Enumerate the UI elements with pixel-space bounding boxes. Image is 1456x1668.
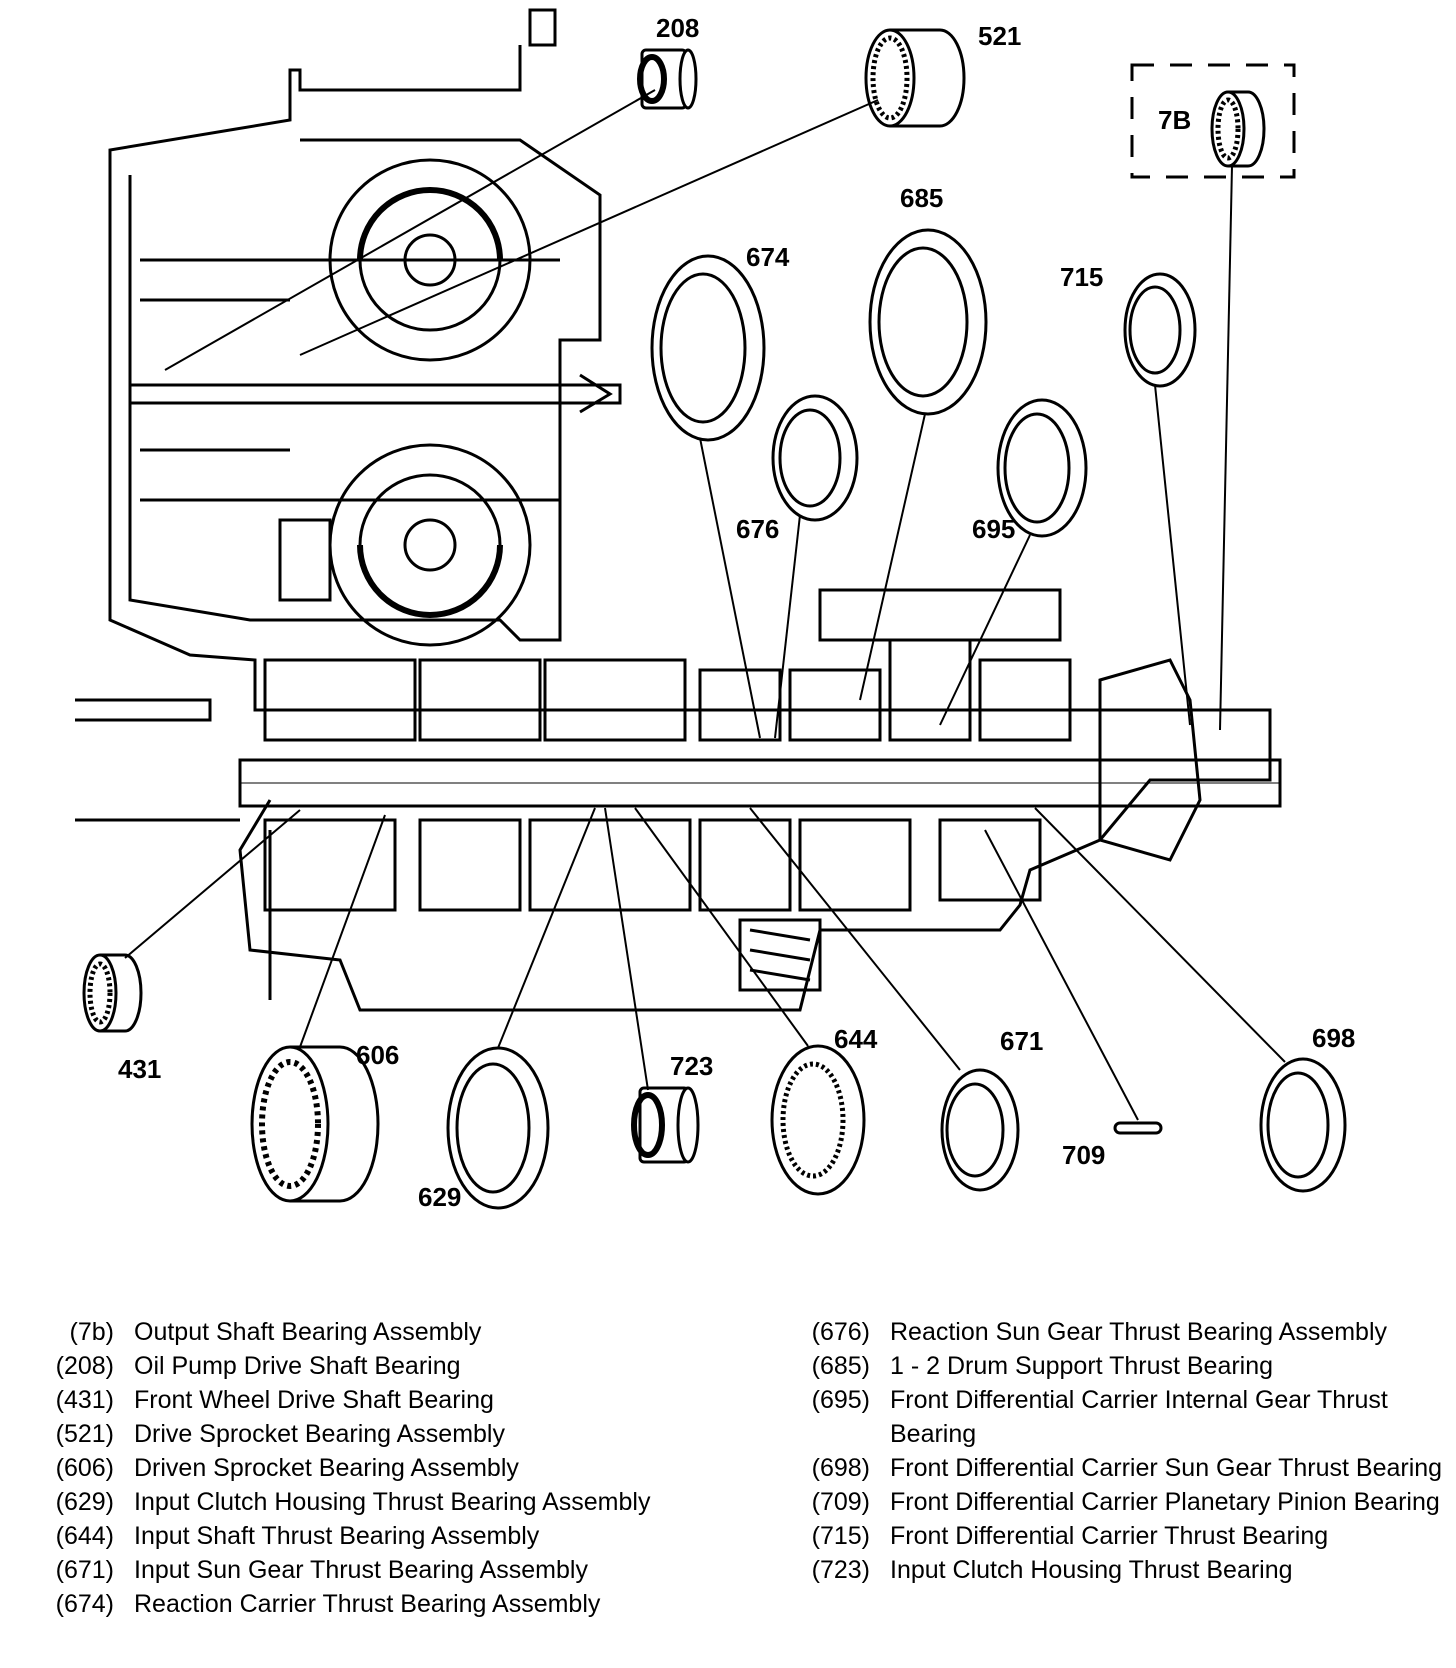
bearing-715 (1123, 272, 1197, 388)
legend-code: (676) (811, 1318, 870, 1346)
callout-723: 723 (670, 1051, 713, 1081)
legend-code: (208) (55, 1352, 114, 1380)
callout-709: 709 (1062, 1140, 1105, 1170)
bearing-674 (650, 254, 766, 442)
legend-code: (715) (811, 1522, 870, 1550)
legend-row: (521) Drive Sprocket Bearing Assembly (22, 1417, 722, 1451)
leader-lines (124, 89, 1286, 1121)
bearing-709 (1113, 1121, 1163, 1135)
legend-row: (644) Input Shaft Thrust Bearing Assembly (22, 1519, 722, 1553)
legend-description: Output Shaft Bearing Assembly (134, 1318, 482, 1346)
legend-row: (7b) Output Shaft Bearing Assembly (22, 1315, 722, 1349)
callout-431: 431 (118, 1054, 161, 1084)
bearing-671 (940, 1068, 1020, 1192)
callout-labels: 208 521 7B 685 674 715 676 695 431 606 6… (118, 13, 1355, 1212)
legend-description: Input Sun Gear Thrust Bearing Assembly (134, 1556, 588, 1584)
legend-code: (695) (811, 1386, 870, 1414)
legend-description: Drive Sprocket Bearing Assembly (134, 1420, 505, 1448)
callout-676: 676 (736, 514, 779, 544)
legend-row: (208) Oil Pump Drive Shaft Bearing (22, 1349, 722, 1383)
legend-row: (671) Input Sun Gear Thrust Bearing Assem… (22, 1553, 722, 1587)
legend-row: (431) Front Wheel Drive Shaft Bearing (22, 1383, 722, 1417)
legend-description: Front Differential Carrier Sun Gear Thru… (890, 1454, 1443, 1482)
bearing-208 (637, 48, 698, 110)
callout-7B: 7B (1158, 105, 1191, 135)
legend-code: (629) (55, 1488, 114, 1516)
legend-code: (644) (55, 1522, 114, 1550)
legend-description: Input Clutch Housing Thrust Bearing Asse… (134, 1488, 651, 1516)
legend-code: (709) (811, 1488, 870, 1516)
bearing-431 (82, 953, 143, 1033)
legend-description: 1 - 2 Drum Support Thrust Bearing (890, 1352, 1274, 1380)
callout-629: 629 (418, 1182, 461, 1212)
output-shaft-bearing-detail-box (1130, 63, 1296, 179)
legend-row: (606) Driven Sprocket Bearing Assembly (22, 1451, 722, 1485)
callout-685: 685 (900, 183, 943, 213)
legend-code: (723) (811, 1556, 870, 1584)
legend-row: (723) Input Clutch Housing Thrust Bearing (780, 1553, 1450, 1587)
callout-644: 644 (834, 1024, 878, 1054)
legend-row: (709) Front Differential Carrier Planetar… (780, 1485, 1450, 1519)
bearing-644 (770, 1044, 866, 1196)
clutch-and-gear-internals (140, 258, 1202, 992)
callout-695: 695 (972, 514, 1015, 544)
legend-code: (671) (55, 1556, 114, 1584)
legend-left-column: (7b) Output Shaft Bearing Assembly (208) O… (22, 1315, 722, 1621)
legend-description: Reaction Carrier Thrust Bearing Assembly (134, 1590, 601, 1618)
legend-row: (698) Front Differential Carrier Sun Gear… (780, 1451, 1450, 1485)
callout-606: 606 (356, 1040, 399, 1070)
callout-674: 674 (746, 242, 790, 272)
legend-right-column: (676) Reaction Sun Gear Thrust Bearing As… (780, 1315, 1450, 1587)
legend-description: Front Differential Carrier Internal Gear… (890, 1386, 1388, 1448)
legend-row: (676) Reaction Sun Gear Thrust Bearing As… (780, 1315, 1450, 1349)
bearing-606 (250, 1045, 380, 1203)
legend-row: (674) Reaction Carrier Thrust Bearing Ass… (22, 1587, 722, 1621)
bearing-695 (996, 398, 1088, 538)
legend-description: Input Clutch Housing Thrust Bearing (890, 1556, 1293, 1584)
legend-description: Input Shaft Thrust Bearing Assembly (134, 1522, 540, 1550)
callout-715: 715 (1060, 262, 1103, 292)
legend-description: Front Differential Carrier Planetary Pin… (890, 1488, 1440, 1516)
legend-description: Front Wheel Drive Shaft Bearing (134, 1386, 494, 1414)
bearing-7B (1210, 90, 1266, 168)
main-shaft (238, 758, 1282, 808)
legend-description: Oil Pump Drive Shaft Bearing (134, 1352, 461, 1380)
legend-description: Reaction Sun Gear Thrust Bearing Assembl… (890, 1318, 1388, 1346)
legend-row: (695) Front Differential Carrier Internal… (780, 1383, 1450, 1451)
legend-description: Driven Sprocket Bearing Assembly (134, 1454, 519, 1482)
transmission-bearing-diagram: 208 521 7B 685 674 715 676 695 431 606 6… (75, 8, 1355, 1212)
legend-row: (685) 1 - 2 Drum Support Thrust Bearing (780, 1349, 1450, 1383)
legend-code: (685) (811, 1352, 870, 1380)
callout-698: 698 (1312, 1023, 1355, 1053)
callout-208: 208 (656, 13, 699, 43)
bearing-698 (1259, 1057, 1347, 1193)
legend-code: (698) (811, 1454, 870, 1482)
legend-code: (674) (55, 1590, 114, 1618)
legend-code: (606) (55, 1454, 114, 1482)
bearing-723 (631, 1086, 700, 1164)
legend-code: (521) (55, 1420, 114, 1448)
legend-description: Front Differential Carrier Thrust Bearin… (890, 1522, 1329, 1550)
bearing-685 (868, 228, 988, 416)
legend-row: (629) Input Clutch Housing Thrust Bearing… (22, 1485, 722, 1519)
callout-521: 521 (978, 21, 1021, 51)
driven-sprocket-assembly (328, 443, 532, 647)
transmission-housing (75, 8, 1272, 1012)
bearing-629 (446, 1046, 550, 1210)
legend-code: (431) (55, 1386, 114, 1414)
bearing-521 (864, 28, 966, 128)
callout-671: 671 (1000, 1026, 1043, 1056)
bearing-676 (771, 394, 859, 522)
legend-code: (7b) (69, 1318, 114, 1346)
oil-pump-drive-shaft (128, 373, 622, 414)
legend-row: (715) Front Differential Carrier Thrust B… (780, 1519, 1450, 1553)
